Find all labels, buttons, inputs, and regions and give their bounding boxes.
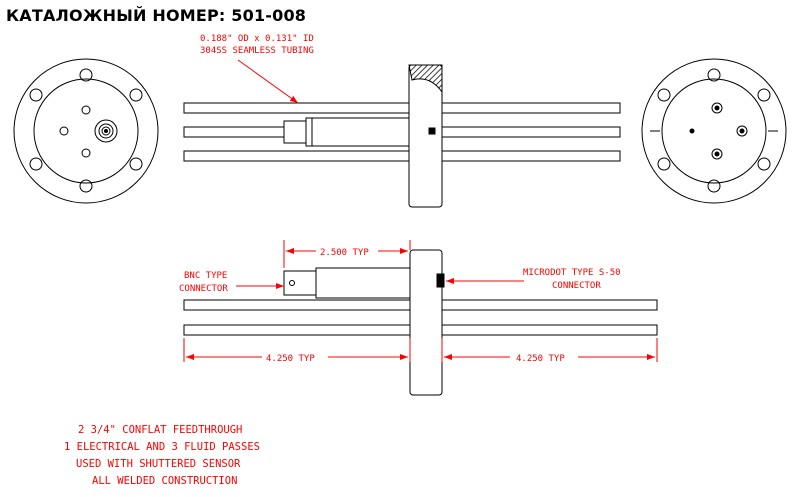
microdot-callout-line1: MICRODOT TYPE S-50 bbox=[523, 268, 621, 278]
left-length-dimension: 4.250 TYP bbox=[266, 354, 315, 364]
microdot-callout-line2: CONNECTOR bbox=[552, 281, 601, 291]
note-line: ALL WELDED CONSTRUCTION bbox=[92, 475, 237, 487]
note-line: 1 ELECTRICAL AND 3 FLUID PASSES bbox=[64, 441, 260, 453]
bnc-callout-line1: BNC TYPE bbox=[184, 271, 227, 281]
connector-length-dimension: 2.500 TYP bbox=[320, 248, 369, 258]
tubing-size-label: 0.188" OD x 0.131" ID bbox=[200, 34, 314, 44]
bottom-dimensions bbox=[183, 240, 658, 362]
note-line: USED WITH SHUTTERED SENSOR bbox=[76, 458, 241, 470]
bnc-callout-line2: CONNECTOR bbox=[179, 284, 228, 294]
tubing-leader-arrow bbox=[237, 59, 299, 104]
tubing-material-label: 304SS SEAMLESS TUBING bbox=[200, 46, 314, 56]
right-length-dimension: 4.250 TYP bbox=[516, 354, 565, 364]
bottom-side-view bbox=[183, 249, 658, 396]
right-flange-end-view bbox=[641, 58, 787, 204]
catalog-number-title: КАТАЛОЖНЫЙ НОМЕР: 501-008 bbox=[6, 6, 307, 25]
left-flange-end-view bbox=[13, 58, 159, 204]
top-side-view bbox=[183, 64, 621, 208]
notes-block: 2 3/4" CONFLAT FEEDTHROUGH 1 ELECTRICAL … bbox=[64, 424, 260, 487]
note-line: 2 3/4" CONFLAT FEEDTHROUGH bbox=[78, 424, 242, 436]
